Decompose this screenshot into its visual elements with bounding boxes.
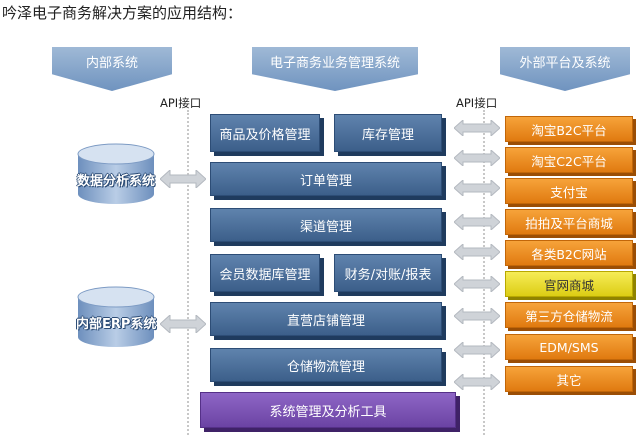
database-erp: 内部ERP系统 bbox=[76, 285, 156, 349]
double-arrow-icon bbox=[454, 150, 500, 166]
platform-third-party-logistics[interactable]: 第三方仓储物流 bbox=[505, 302, 633, 328]
module-direct-store[interactable]: 直营店铺管理 bbox=[210, 302, 442, 336]
database-analysis-label: 数据分析系统 bbox=[76, 174, 155, 189]
module-inventory[interactable]: 库存管理 bbox=[334, 114, 442, 152]
api-label-right: API接口 bbox=[456, 96, 498, 110]
module-channels[interactable]: 渠道管理 bbox=[210, 208, 442, 242]
double-arrow-icon bbox=[160, 170, 206, 188]
module-system-tools[interactable]: 系统管理及分析工具 bbox=[200, 392, 456, 428]
double-arrow-icon bbox=[454, 120, 500, 136]
diagram-title: 吟泽电子商务解决方案的应用结构： bbox=[2, 4, 243, 22]
double-arrow-icon bbox=[454, 180, 500, 196]
platform-paipai[interactable]: 拍拍及平台商城 bbox=[505, 209, 633, 235]
platform-edm-sms[interactable]: EDM/SMS bbox=[505, 334, 633, 360]
double-arrow-icon bbox=[454, 244, 500, 260]
header-internal-systems: 内部系统 bbox=[52, 47, 172, 91]
double-arrow-icon bbox=[454, 214, 500, 230]
platform-taobao-b2c[interactable]: 淘宝B2C平台 bbox=[505, 116, 633, 142]
double-arrow-icon bbox=[160, 315, 206, 333]
database-cylinder-icon bbox=[77, 143, 155, 204]
module-finance[interactable]: 财务/对账/报表 bbox=[334, 254, 442, 292]
platform-b2c-sites[interactable]: 各类B2C网站 bbox=[505, 240, 633, 266]
platform-official-store[interactable]: 官网商城 bbox=[505, 271, 633, 297]
module-product-price[interactable]: 商品及价格管理 bbox=[210, 114, 320, 152]
module-member-database[interactable]: 会员数据库管理 bbox=[210, 254, 320, 292]
module-orders[interactable]: 订单管理 bbox=[210, 162, 442, 196]
platform-other[interactable]: 其它 bbox=[505, 366, 633, 392]
header-external-platforms: 外部平台及系统 bbox=[500, 47, 630, 91]
api-divider-right bbox=[483, 110, 485, 435]
platform-alipay[interactable]: 支付宝 bbox=[505, 178, 633, 204]
database-erp-label: 内部ERP系统 bbox=[76, 317, 157, 332]
module-warehouse[interactable]: 仓储物流管理 bbox=[210, 348, 442, 382]
platform-taobao-c2c[interactable]: 淘宝C2C平台 bbox=[505, 147, 633, 173]
double-arrow-icon bbox=[454, 342, 500, 358]
double-arrow-icon bbox=[454, 276, 500, 292]
api-divider-left bbox=[187, 110, 189, 435]
double-arrow-icon bbox=[454, 308, 500, 324]
double-arrow-icon bbox=[454, 374, 500, 390]
api-label-left: API接口 bbox=[160, 96, 202, 110]
database-cylinder-icon bbox=[77, 286, 155, 347]
database-analysis: 数据分析系统 bbox=[76, 142, 156, 206]
header-ecommerce-system: 电子商务业务管理系统 bbox=[252, 47, 418, 91]
